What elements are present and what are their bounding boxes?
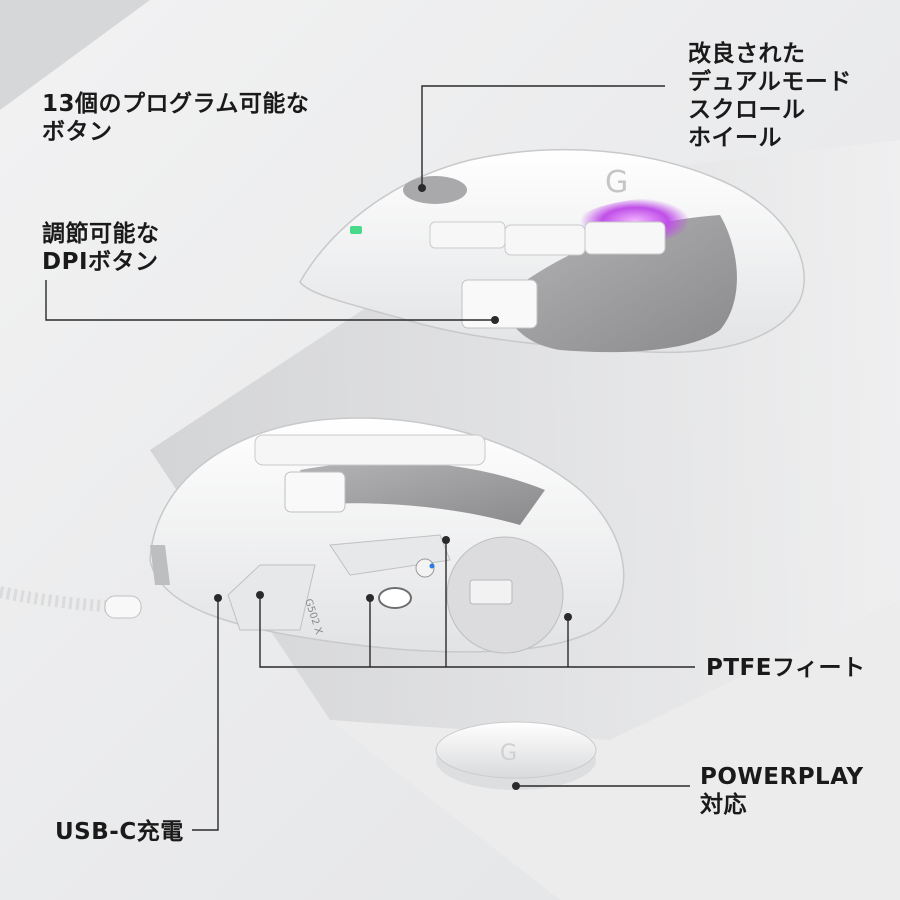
leader-usbc (192, 598, 219, 831)
dot-dpi (491, 316, 499, 324)
label-dpi-buttons: 調節可能な DPIボタン (42, 221, 160, 275)
leader-dots (214, 184, 572, 790)
mouse-bottom-dpi-button (284, 471, 346, 513)
mouse-side-view: G (299, 148, 805, 354)
power-switch-led (429, 563, 435, 569)
ptfe-foot-center (329, 534, 451, 576)
mouse-side-grip (500, 215, 737, 353)
leader-dpi (45, 280, 495, 321)
powerplay-puck: G (435, 721, 597, 790)
cable-braid-texture (0, 586, 109, 612)
mouse-bottom-grip (300, 461, 545, 525)
usb-c-port (150, 545, 170, 585)
dot-powerplay (512, 782, 520, 790)
dot-usbc (214, 594, 222, 602)
puck-top (435, 721, 597, 779)
label-powerplay: POWERPLAY 対応 (700, 764, 864, 818)
leader-ptfe-left (259, 595, 695, 668)
logo-glyph-side: G (605, 165, 628, 200)
usb-c-cable (0, 586, 142, 619)
dpi-led-indicator (350, 226, 362, 234)
optical-sensor (378, 587, 412, 609)
mouse-bottom-top-buttons (254, 434, 486, 466)
ptfe-foot-left (227, 564, 316, 631)
mouse-forward-button (429, 221, 506, 249)
mouse-side-button-2 (584, 221, 666, 255)
label-usbc-charging: USB-C充電 (55, 819, 184, 845)
background-lower-panel (330, 600, 900, 900)
weight-compartment-label (469, 579, 513, 605)
dot-ptfe-2 (366, 594, 374, 602)
leader-lines (45, 85, 695, 831)
background-corner-shade (0, 0, 150, 110)
logo-glyph-puck: G (500, 741, 517, 766)
usb-c-connector (104, 595, 142, 619)
mouse-side-button-1 (504, 224, 586, 256)
dot-scroll (418, 184, 426, 192)
mouse-bottom-view: G502 X (149, 417, 625, 654)
mouse-dpi-shift-button (461, 279, 538, 329)
power-switch (415, 558, 435, 578)
label-scroll-wheel: 改良された デュアルモード スクロール ホイール (688, 41, 852, 151)
label-programmable-buttons: 13個のプログラム可能な ボタン (42, 91, 310, 145)
label-ptfe-feet: PTFEフィート (706, 655, 866, 681)
dot-ptfe-3 (442, 536, 450, 544)
dot-ptfe-4 (564, 613, 572, 621)
scroll-wheel (403, 176, 467, 204)
leader-scroll-wheel (421, 85, 665, 188)
dot-ptfe-1 (256, 591, 264, 599)
